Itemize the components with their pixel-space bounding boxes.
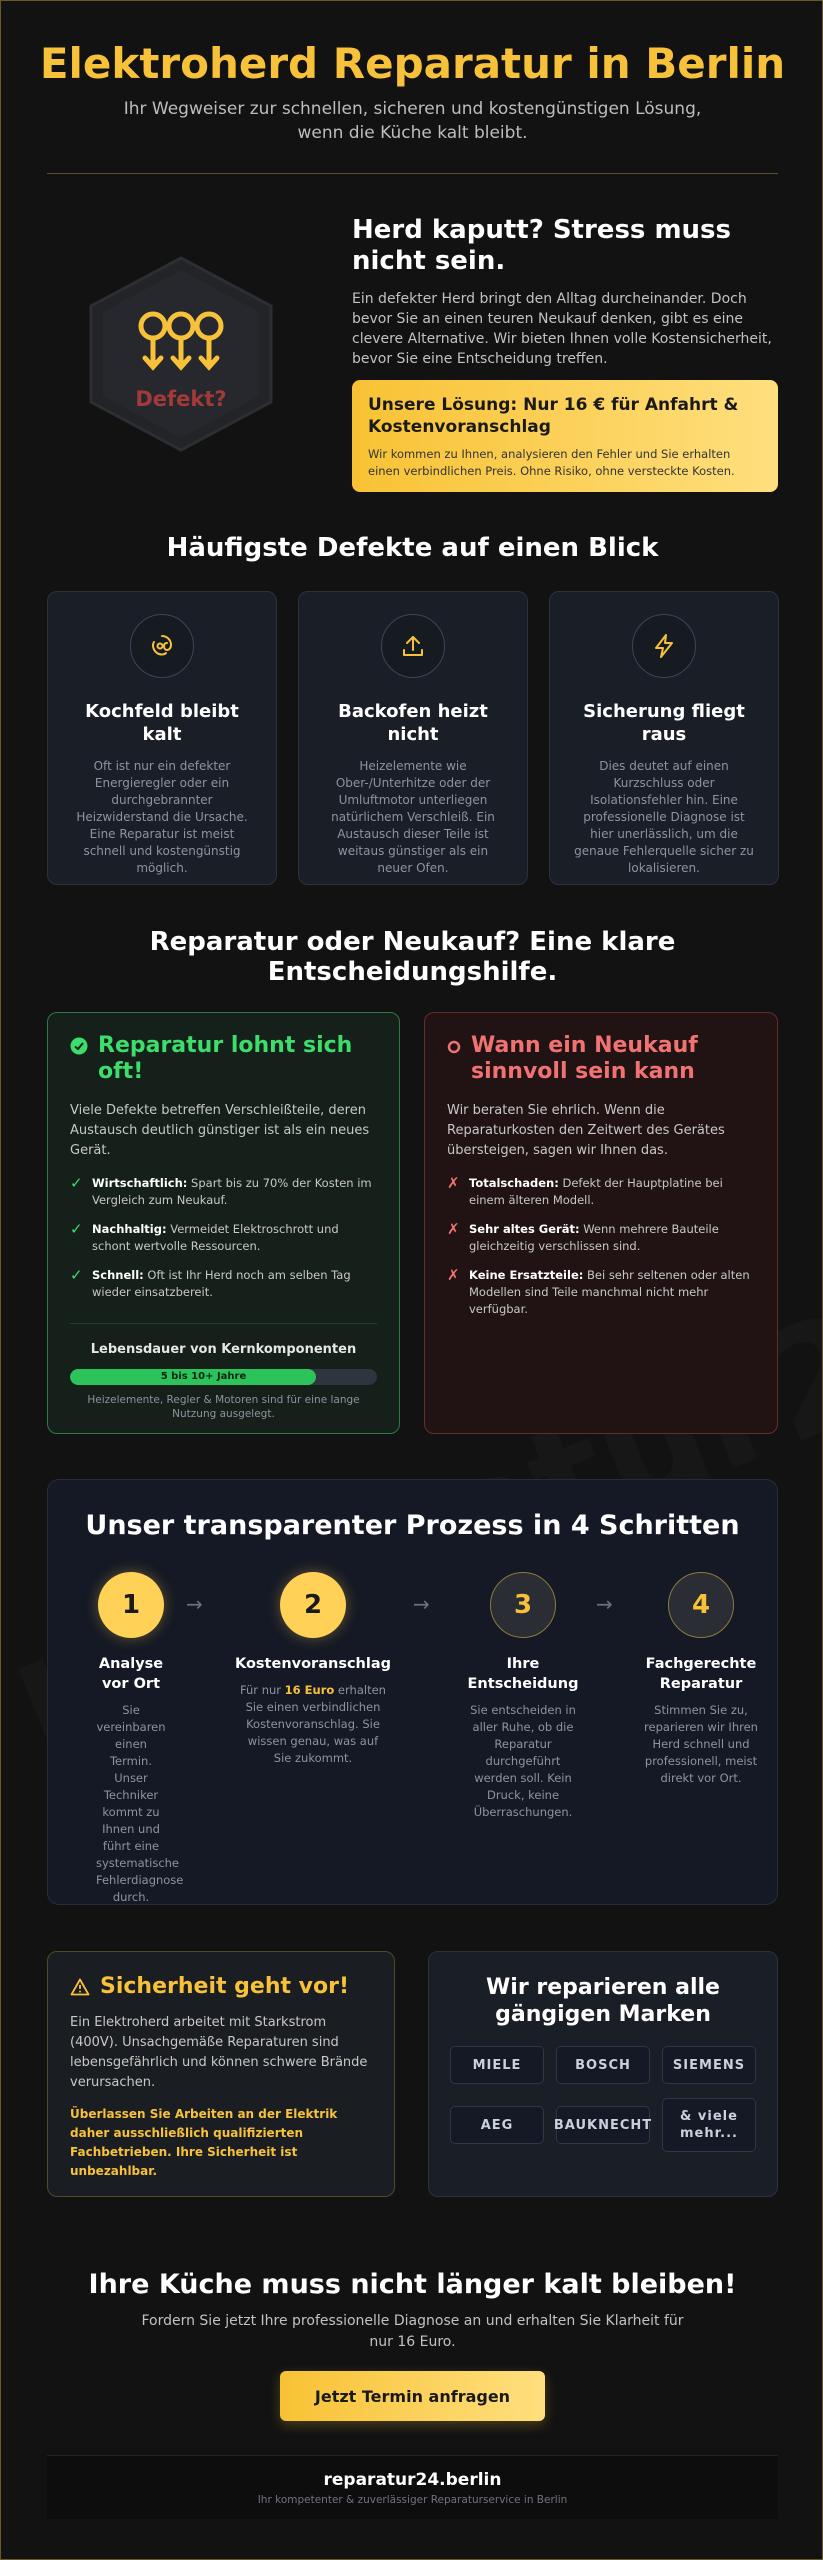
step-title: Analyse vor Ort <box>98 1656 164 1692</box>
brands-heading: Wir reparieren alle gängigen Marken <box>486 1975 720 2027</box>
brand-badge-bauknecht: BAUKNECHT <box>554 2106 651 2144</box>
cross-icon: ✗ <box>447 1174 460 1192</box>
safety-warning: Überlassen Sie Arbeiten an der Elektrik … <box>70 2107 338 2178</box>
intro-text: Ein defekter Herd bringt den Alltag durc… <box>352 291 772 367</box>
defect-card-sicherung: Sicherung fliegt raus Dies deutet auf ei… <box>549 591 779 885</box>
footer: reparatur24.berlin Ihr kompetenter & zuv… <box>47 2455 778 2519</box>
intro-text-block: Herd kaputt? Stress muss nicht sein. Ein… <box>352 215 778 369</box>
cta-subtitle: Fordern Sie jetzt Ihre professionelle Di… <box>141 2313 684 2350</box>
defect-title: Backofen heizt nicht <box>338 701 488 745</box>
safety-heading: Sicherheit geht vor! <box>100 1974 350 1999</box>
safety-text: Ein Elektroherd arbeitet mit Starkstrom … <box>70 2015 368 2090</box>
intro-heading: Herd kaputt? Stress muss nicht sein. <box>352 215 731 276</box>
step-number: 3 <box>490 1572 556 1638</box>
check-circle-icon <box>70 1037 88 1055</box>
defect-title: Sicherung fliegt raus <box>583 701 745 745</box>
repair-benefits-list: ✓Wirtschaftlich: Spart bis zu 70% der Ko… <box>70 1175 377 1301</box>
solution-box: Unsere Lösung: Nur 16 € für Anfahrt & Ko… <box>352 380 778 492</box>
lifespan-bar-label: 5 bis 10+ Jahre <box>160 1371 247 1382</box>
defect-title: Kochfeld bleibt kalt <box>85 701 239 745</box>
brand-badge-miele: MIELE <box>450 2046 544 2084</box>
step-title: Ihre Entscheidung <box>467 1656 579 1692</box>
step-text: Sie vereinbaren einen Termin. Unser Tech… <box>96 1703 184 1904</box>
stove-ring-icon <box>130 614 194 678</box>
list-item: ✗Sehr altes Gerät: Wenn mehrere Bauteile… <box>447 1220 719 1254</box>
price-highlight: 16 Euro <box>284 1683 335 1697</box>
list-item: ✓Wirtschaftlich: Spart bis zu 70% der Ko… <box>70 1174 372 1208</box>
new-text: Wir beraten Sie ehrlich. Wenn die Repara… <box>447 1103 725 1158</box>
defect-card-backofen: Backofen heizt nicht Heizelemente wie Ob… <box>298 591 528 885</box>
arrow-right-icon: → <box>186 1592 203 1616</box>
checkmark-icon: ✓ <box>70 1174 83 1192</box>
repair-heading: Reparatur lohnt sich oft! <box>98 1033 353 1084</box>
warning-triangle-icon <box>70 1978 90 1995</box>
arrow-right-icon: → <box>413 1592 430 1616</box>
brand-badge-more: & viele mehr... <box>662 2098 756 2152</box>
process-step-1: 1 Analyse vor Ort Sie vereinbaren einen … <box>76 1572 186 1906</box>
list-item: ✓Nachhaltig: Vermeidet Elektroschrott un… <box>70 1220 339 1254</box>
step-number: 2 <box>280 1572 346 1638</box>
decision-section-title: Reparatur oder Neukauf? Eine klare Entsc… <box>149 927 676 987</box>
step-title: Kostenvoranschlag <box>234 1656 392 1672</box>
list-item: ✓Schnell: Oft ist Ihr Herd noch am selbe… <box>70 1266 351 1300</box>
arrow-right-icon: → <box>596 1592 613 1616</box>
cross-icon: ✗ <box>447 1266 460 1284</box>
defect-badge-text: Defekt? <box>135 387 226 411</box>
defect-hexagon-graphic: Defekt? <box>81 254 281 454</box>
cross-icon: ✗ <box>447 1220 460 1238</box>
process-title: Unser transparenter Prozess in 4 Schritt… <box>85 1510 740 1541</box>
checkmark-icon: ✓ <box>70 1266 83 1284</box>
request-appointment-button[interactable]: Jetzt Termin anfragen <box>280 2371 545 2421</box>
brand-badge-aeg: AEG <box>450 2106 544 2144</box>
lifespan-note: Heizelemente, Regler & Motoren sind für … <box>87 1394 360 1420</box>
footer-domain: reparatur24.berlin <box>323 2470 502 2490</box>
defect-text: Heizelemente wie Ober-/Unterhitze oder d… <box>331 759 495 875</box>
circle-outline-icon <box>447 1040 461 1054</box>
list-item: ✗Keine Ersatzteile: Bei sehr seltenen od… <box>447 1266 750 1317</box>
process-step-2: 2 Kostenvoranschlag Für nur 16 Euro erha… <box>228 1572 398 1767</box>
brands-card: Wir reparieren alle gängigen Marken MIEL… <box>428 1951 778 2197</box>
process-step-4: 4 Fachgerechte Reparatur Stimmen Sie zu,… <box>636 1572 766 1787</box>
defect-card-kochfeld: Kochfeld bleibt kalt Oft ist nur ein def… <box>47 591 277 885</box>
defect-text: Oft ist nur ein defekter Energieregler o… <box>76 759 248 875</box>
upload-arrow-icon <box>381 614 445 678</box>
brand-grid: MIELE BOSCH SIEMENS AEG BAUKNECHT & viel… <box>449 2046 757 2152</box>
process-section: Unser transparenter Prozess in 4 Schritt… <box>47 1479 778 1905</box>
stove-knobs-icon <box>138 311 224 371</box>
list-item: ✗Totalschaden: Defekt der Hauptplatine b… <box>447 1174 723 1208</box>
page-subtitle: Ihr Wegweiser zur schnellen, sicheren un… <box>123 99 702 143</box>
step-title: Fachgerechte Reparatur <box>645 1656 757 1692</box>
step-text: Sie entscheiden in aller Ruhe, ob die Re… <box>470 1703 576 1819</box>
buy-new-card: Wann ein Neukauf sinnvoll sein kann Wir … <box>424 1012 778 1434</box>
new-reasons-list: ✗Totalschaden: Defekt der Hauptplatine b… <box>447 1175 755 1318</box>
process-step-3: 3 Ihre Entscheidung Sie entscheiden in a… <box>448 1572 598 1821</box>
solution-title: Unsere Lösung: Nur 16 € für Anfahrt & Ko… <box>368 395 739 437</box>
header-divider <box>47 173 778 174</box>
footer-tagline: Ihr kompetenter & zuverlässiger Reparatu… <box>257 2494 568 2506</box>
page-title: Elektroherd Reparatur in Berlin <box>39 39 786 88</box>
brand-badge-bosch: BOSCH <box>556 2046 650 2084</box>
lifespan-block: Lebensdauer von Kernkomponenten 5 bis 10… <box>70 1323 377 1421</box>
defects-section-title: Häufigste Defekte auf einen Blick <box>166 533 659 563</box>
checkmark-icon: ✓ <box>70 1220 83 1238</box>
step-text: Stimmen Sie zu, reparieren wir Ihren Her… <box>644 1703 758 1785</box>
repair-text: Viele Defekte betreffen Verschleißteile,… <box>70 1103 370 1158</box>
repair-worth-it-card: Reparatur lohnt sich oft! Viele Defekte … <box>47 1012 400 1434</box>
cta-title: Ihre Küche muss nicht länger kalt bleibe… <box>88 2269 737 2300</box>
solution-text: Wir kommen zu Ihnen, analysieren den Feh… <box>368 447 735 478</box>
lifespan-bar-fill <box>70 1369 316 1385</box>
lifespan-progress-bar: 5 bis 10+ Jahre <box>70 1369 377 1385</box>
lifespan-title: Lebensdauer von Kernkomponenten <box>90 1342 357 1357</box>
defect-text: Dies deutet auf einen Kurzschluss oder I… <box>574 759 754 875</box>
step-text: Für nur 16 Euro erhalten Sie einen verbi… <box>240 1683 386 1765</box>
safety-card: Sicherheit geht vor! Ein Elektroherd arb… <box>47 1951 395 2197</box>
step-number: 1 <box>98 1572 164 1638</box>
brand-badge-siemens: SIEMENS <box>662 2046 756 2084</box>
new-heading: Wann ein Neukauf sinnvoll sein kann <box>471 1033 698 1084</box>
lightning-icon <box>632 614 696 678</box>
step-number: 4 <box>668 1572 734 1638</box>
